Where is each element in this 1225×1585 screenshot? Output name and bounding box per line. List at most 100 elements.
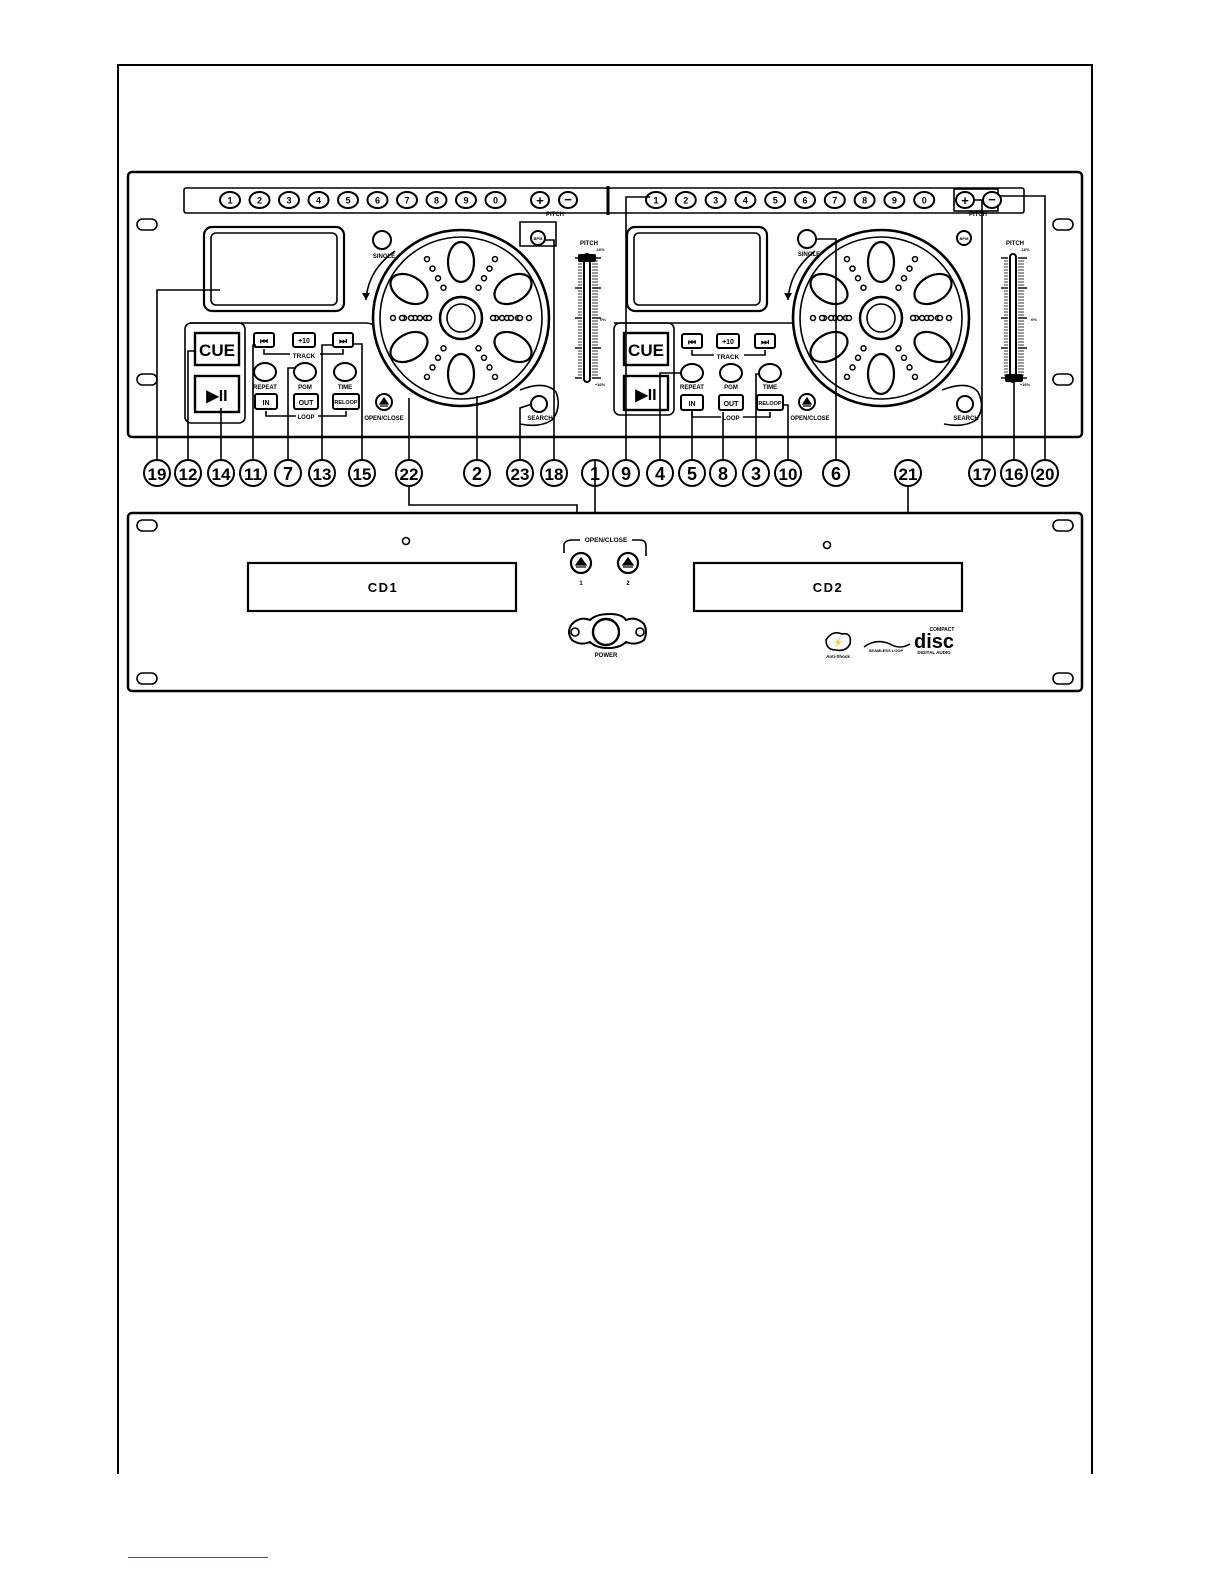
deck-b-search-button[interactable]: SEARCH: [953, 395, 979, 422]
svg-text:TIME: TIME: [763, 385, 777, 391]
eject-2-button[interactable]: 2: [616, 551, 640, 587]
deck-b-pgm-button[interactable]: PGM: [719, 363, 743, 391]
deck-b-number-button-8[interactable]: 8: [853, 191, 876, 209]
deck-b-number-button-4[interactable]: 4: [734, 191, 757, 209]
deck-b-repeat-button[interactable]: REPEAT: [680, 363, 704, 391]
deck-a-repeat-button[interactable]: REPEAT: [253, 362, 277, 391]
deck-a-number-button-9[interactable]: 9: [455, 191, 477, 209]
deck-a-jog-wheel[interactable]: [362, 228, 551, 408]
deck-b-number-button-6[interactable]: 6: [794, 191, 816, 209]
deck-a-single-button[interactable]: SINGLE: [372, 230, 395, 260]
cd1-tray[interactable]: CD1: [246, 561, 518, 613]
svg-text:OPEN/CLOSE: OPEN/CLOSE: [364, 416, 403, 422]
deck-a-open-close-button[interactable]: OPEN/CLOSE: [364, 393, 404, 422]
deck-b-number-button-3[interactable]: 3: [704, 191, 727, 209]
deck-a-prev-track-button[interactable]: ⏮: [253, 332, 275, 348]
svg-text:5: 5: [773, 196, 778, 206]
svg-text:0: 0: [922, 196, 927, 206]
deck-a-number-button-6[interactable]: 6: [366, 191, 389, 209]
cd1-indicator-led: [401, 536, 411, 546]
deck-b-next-track-button[interactable]: ⏭: [754, 333, 776, 349]
svg-text:COMPACT: COMPACT: [930, 627, 955, 633]
deck-a-pitch-fader-knob[interactable]: [578, 254, 596, 262]
deck-a-next-track-button[interactable]: ⏭: [332, 332, 354, 348]
svg-text:OUT: OUT: [299, 400, 315, 407]
cd2-tray[interactable]: CD2: [692, 561, 964, 613]
svg-text:9: 9: [463, 196, 468, 206]
deck-b-loop-in-button[interactable]: IN: [680, 394, 704, 411]
deck-a-pgm-button[interactable]: PGM: [293, 362, 317, 391]
svg-text:CD2: CD2: [813, 580, 844, 595]
deck-a-number-button-2[interactable]: 2: [248, 191, 271, 209]
rack-hole: [1052, 672, 1074, 685]
deck-a-number-button-3[interactable]: 3: [278, 191, 300, 209]
deck-a-play-pause-button[interactable]: ▶II: [193, 374, 241, 414]
deck-b-number-button-2[interactable]: 2: [674, 191, 697, 209]
number-button-strip: [183, 187, 1025, 214]
deck-b-prev-track-button[interactable]: ⏮: [681, 333, 703, 349]
deck-a-time-button[interactable]: TIME: [333, 362, 357, 391]
deck-b-number-button-5[interactable]: 5: [764, 191, 787, 209]
deck-b-loop-out-button[interactable]: OUT: [718, 394, 744, 411]
deck-a-pitch-fader[interactable]: PITCH -16% 0% +16%: [575, 241, 606, 387]
deck-b-number-button-9[interactable]: 9: [883, 191, 906, 209]
svg-text:+16%: +16%: [595, 382, 606, 387]
deck-b-pitch-plus-button[interactable]: +: [955, 191, 975, 209]
svg-text:+10: +10: [298, 338, 310, 345]
deck-a-plus10-button[interactable]: +10: [292, 332, 316, 348]
deck-a-pitch-plus-button[interactable]: +: [530, 191, 550, 209]
deck-b-reloop-button[interactable]: RELOOP: [756, 394, 784, 411]
deck-b-pitch-fader[interactable]: PITCH -16% 0% +16%: [1001, 241, 1037, 387]
deck-a-loop-in-button[interactable]: IN: [254, 393, 278, 410]
svg-text:13: 13: [313, 465, 332, 484]
callout-20: 20: [1031, 459, 1059, 487]
deck-a-number-button-0[interactable]: 0: [484, 191, 507, 209]
svg-text:SEAMLESS LOOP: SEAMLESS LOOP: [869, 648, 904, 653]
deck-b-jog-dots: [809, 255, 953, 381]
callout-9: 9: [612, 459, 640, 487]
deck-a-number-button-5[interactable]: 5: [337, 191, 359, 209]
deck-b-number-button-0[interactable]: 0: [913, 191, 936, 209]
deck-b-play-pause-button[interactable]: ▶II: [622, 374, 670, 412]
svg-text:⏭: ⏭: [339, 336, 348, 346]
svg-text:IN: IN: [689, 401, 696, 408]
deck-a-display: [202, 225, 346, 313]
power-button[interactable]: POWER: [568, 612, 647, 659]
svg-text:−: −: [988, 192, 996, 207]
deck-b-plus10-button[interactable]: +10: [716, 333, 740, 349]
deck-b-open-close-button[interactable]: OPEN/CLOSE: [790, 393, 830, 422]
deck-b-pitch-minus-button[interactable]: −: [982, 191, 1002, 209]
eject-1-button[interactable]: 1: [569, 551, 593, 587]
svg-text:⏮: ⏮: [688, 337, 696, 347]
deck-a-search-button[interactable]: SEARCH: [527, 395, 553, 422]
deck-a-bpm-button[interactable]: BPM: [530, 230, 546, 246]
deck-b-jog-wheel[interactable]: [784, 228, 971, 408]
svg-text:POWER: POWER: [595, 653, 618, 659]
deck-b-number-button-7[interactable]: 7: [823, 191, 846, 209]
callout-11: 11: [239, 459, 267, 487]
deck-a-track-label: TRACK: [293, 353, 316, 360]
deck-b-bpm-button[interactable]: BPM: [956, 230, 972, 246]
deck-b-track-label: TRACK: [717, 354, 740, 361]
deck-a-reloop-button[interactable]: RELOOP: [332, 393, 360, 410]
callout-7: 7: [274, 459, 302, 487]
deck-b-time-button[interactable]: TIME: [758, 363, 782, 391]
svg-text:disc: disc: [914, 631, 954, 653]
deck-b-cue-button[interactable]: CUE: [622, 331, 670, 367]
deck-a-pitch-minus-button[interactable]: −: [558, 191, 578, 209]
deck-a-number-button-1[interactable]: 1: [219, 191, 241, 209]
callout-19: 19: [143, 459, 171, 487]
deck-b-pitch-fader-knob[interactable]: [1005, 374, 1023, 382]
deck-a-cue-button[interactable]: CUE: [193, 331, 241, 367]
svg-text:6: 6: [375, 196, 380, 206]
deck-b-number-button-1[interactable]: 1: [645, 191, 667, 209]
deck-a-loop-out-button[interactable]: OUT: [293, 393, 319, 410]
svg-text:7: 7: [283, 464, 293, 484]
deck-a-number-button-8[interactable]: 8: [425, 191, 448, 209]
rack-hole: [1052, 373, 1074, 386]
deck-a-number-button-7[interactable]: 7: [396, 191, 418, 209]
svg-text:2: 2: [626, 581, 630, 587]
deck-a-number-button-4[interactable]: 4: [307, 191, 330, 209]
